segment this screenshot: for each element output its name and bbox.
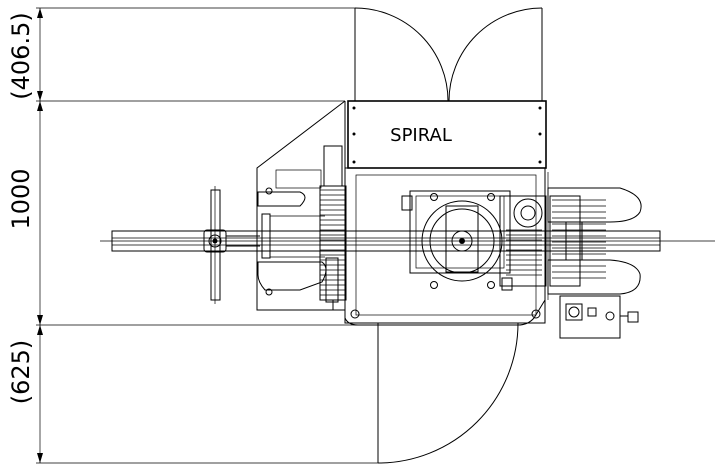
conveyor-rail — [100, 230, 715, 252]
top-door-swing — [354, 7, 543, 102]
bottom-clearance-dimension: (625) — [7, 340, 35, 405]
right-gear-assembly — [499, 195, 606, 287]
machine-frame — [256, 100, 547, 326]
bottom-door-swing — [377, 322, 519, 464]
top-clearance-dimension: (406.5) — [7, 12, 35, 99]
rotary-table — [401, 190, 513, 291]
spiral-panel-label: SPIRAL — [390, 125, 452, 146]
spiral-column — [319, 145, 347, 310]
left-handwheel — [203, 186, 260, 304]
dimension-lines — [36, 7, 378, 464]
machine-width-dimension: 1000 — [7, 168, 35, 229]
right-guide-arms — [547, 172, 642, 300]
left-guide-arms — [257, 169, 327, 291]
control-box — [559, 295, 639, 339]
